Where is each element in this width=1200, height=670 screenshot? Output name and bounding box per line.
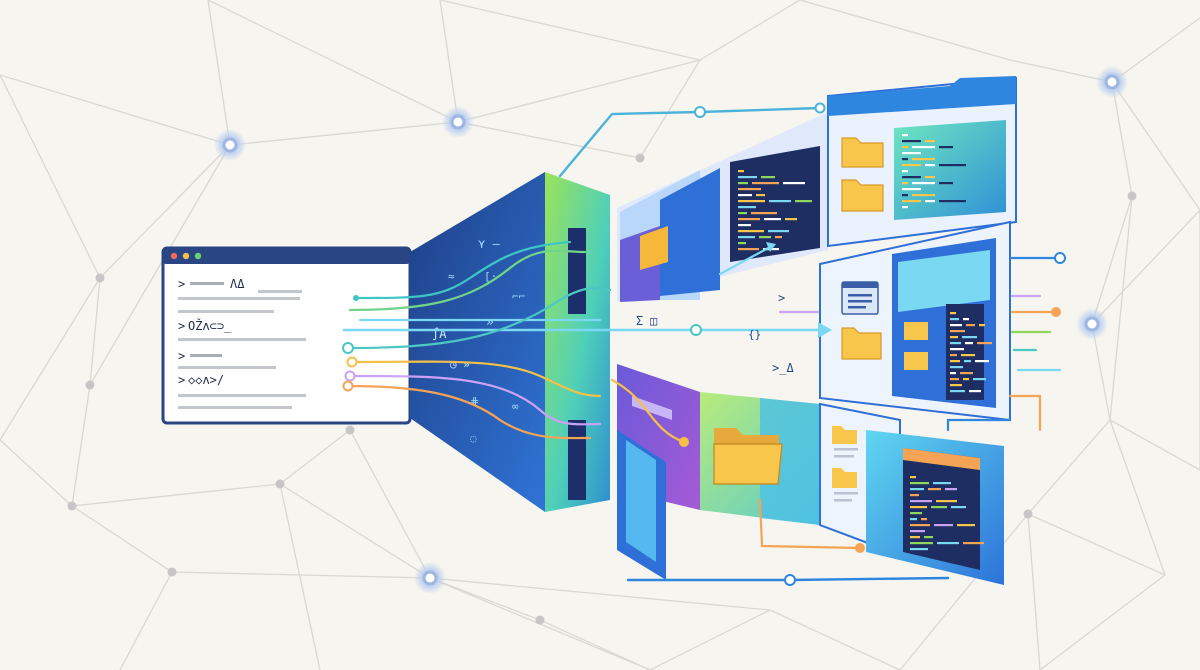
double-chevron-glyph: » [486,315,494,330]
folder-window-top [827,76,1017,248]
terminal-window: > ΛΔ > OŽʌ⊂⊃_ > > ◇◇ʌ>/ [161,246,412,425]
upper-panels [617,112,828,302]
svg-text:◌: ◌ [470,432,477,445]
file-window-middle [819,220,1011,422]
terminal-line-3-prompt: > [178,349,185,363]
prompt-delta-glyph: >_Δ [772,361,794,375]
middle-code-lines [950,312,992,393]
window-maximize-dot [194,252,202,260]
svg-text:⌐⌐: ⌐⌐ [512,290,525,303]
flow-endpoints [342,102,1066,586]
upper-code-lines [738,170,812,251]
folder-icon [841,137,884,168]
box-glyph: ◫ [650,314,658,328]
folder-icon [841,327,882,360]
file-window-lower [819,402,1004,585]
network-nodes [67,66,1137,625]
folder-icon [904,322,928,370]
funnel-panel: ⋎ — ≈ [· ⌐⌐ » ∫A ◷ » ⋕ ∞ ◌ [410,172,610,512]
svg-text:∞: ∞ [512,400,519,413]
terminal-line-4-text: ◇◇ʌ>/ [188,373,224,387]
folder-icon [832,426,857,488]
folder-window-code [902,134,966,209]
terminal-line-2-prompt: > [178,319,185,333]
terminal-line-1-text: ΛΔ [230,277,245,291]
folder-icon [713,428,783,485]
braces-glyph: {} [748,328,761,341]
terminal-line-4-prompt: > [178,373,185,387]
sigma-glyph: Σ [636,314,643,328]
svg-text:◷ »: ◷ » [450,358,470,371]
document-icon [841,281,879,315]
svg-text:≈: ≈ [448,270,455,283]
folder-icon [841,179,884,212]
terminal-line-1-prompt: > [178,277,185,291]
terminal-line-2-text: OŽʌ⊂⊃_ [188,318,232,333]
lower-panels [617,364,820,580]
chevron-glyph: > [778,291,785,305]
svg-text:⋎ —: ⋎ — [477,237,500,251]
window-minimize-dot [182,252,190,260]
data-flow-lines [342,106,1062,582]
window-close-dot [170,252,178,260]
lower-code-lines [910,476,984,551]
svg-text:⋕: ⋕ [470,395,479,408]
